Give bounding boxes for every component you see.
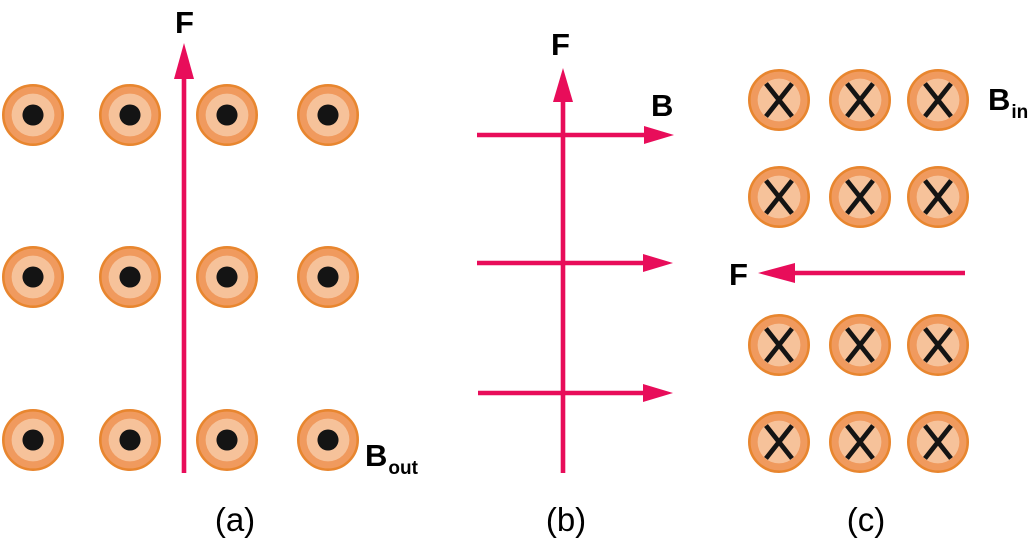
panel-caption-c: (c) [846, 501, 886, 538]
field-into-page-marker [906, 410, 969, 473]
panel-caption-a: (a) [214, 501, 256, 538]
field-out-of-page-marker [296, 84, 359, 147]
field-into-page-marker [906, 69, 969, 132]
dot-symbol [216, 104, 238, 126]
field-into-page-marker [906, 313, 969, 376]
field-out-of-page-marker [99, 408, 162, 471]
field-in-label-main: B [988, 82, 1011, 117]
dot-symbol [22, 266, 44, 288]
force-label-a: F [175, 5, 194, 40]
field-arrow-b-top [477, 126, 674, 144]
dot-symbol [317, 104, 339, 126]
field-out-of-page-marker [196, 246, 259, 309]
field-into-page-marker [747, 166, 810, 229]
field-into-page-marker [747, 313, 810, 376]
force-label-b: F [551, 27, 570, 62]
field-into-page-marker [906, 166, 969, 229]
force-arrow-a [174, 43, 194, 473]
dot-symbol [119, 266, 141, 288]
field-out-label-subscript: out [388, 458, 418, 479]
field-out-of-page-marker [296, 246, 359, 309]
dot-symbol [119, 429, 141, 451]
field-arrow-b-middle [477, 254, 673, 272]
field-label-b: B [651, 88, 674, 123]
field-out-of-page-marker [296, 408, 359, 471]
dot-symbol [216, 429, 238, 451]
field-out-label: Bout [365, 438, 418, 478]
dot-symbol [317, 429, 339, 451]
force-arrow-b [553, 68, 573, 473]
field-into-page-marker [747, 69, 810, 132]
dot-symbol [22, 429, 44, 451]
force-arrow-c [758, 263, 965, 283]
field-into-page-marker [828, 313, 891, 376]
field-out-of-page-marker [99, 246, 162, 309]
field-into-page-marker [747, 410, 810, 473]
field-into-page-marker [828, 69, 891, 132]
field-out-of-page-marker [1, 408, 65, 471]
field-into-page-marker [828, 410, 891, 473]
dot-symbol [119, 104, 141, 126]
field-out-of-page-marker [196, 408, 259, 471]
field-out-label-main: B [365, 438, 388, 473]
field-out-of-page-marker [1, 84, 65, 147]
dot-symbol [216, 266, 238, 288]
field-out-of-page-marker [1, 246, 65, 309]
force-label-c: F [729, 257, 748, 292]
field-arrow-b-bottom [478, 384, 673, 402]
field-out-of-page-marker [99, 84, 162, 147]
dot-symbol [317, 266, 339, 288]
field-out-of-page-marker [196, 84, 259, 147]
field-in-label-subscript: in [1011, 102, 1028, 123]
field-into-page-marker [828, 166, 891, 229]
field-in-label: Bin [988, 82, 1028, 122]
panel-caption-b: (b) [545, 501, 587, 538]
dot-symbol [22, 104, 44, 126]
